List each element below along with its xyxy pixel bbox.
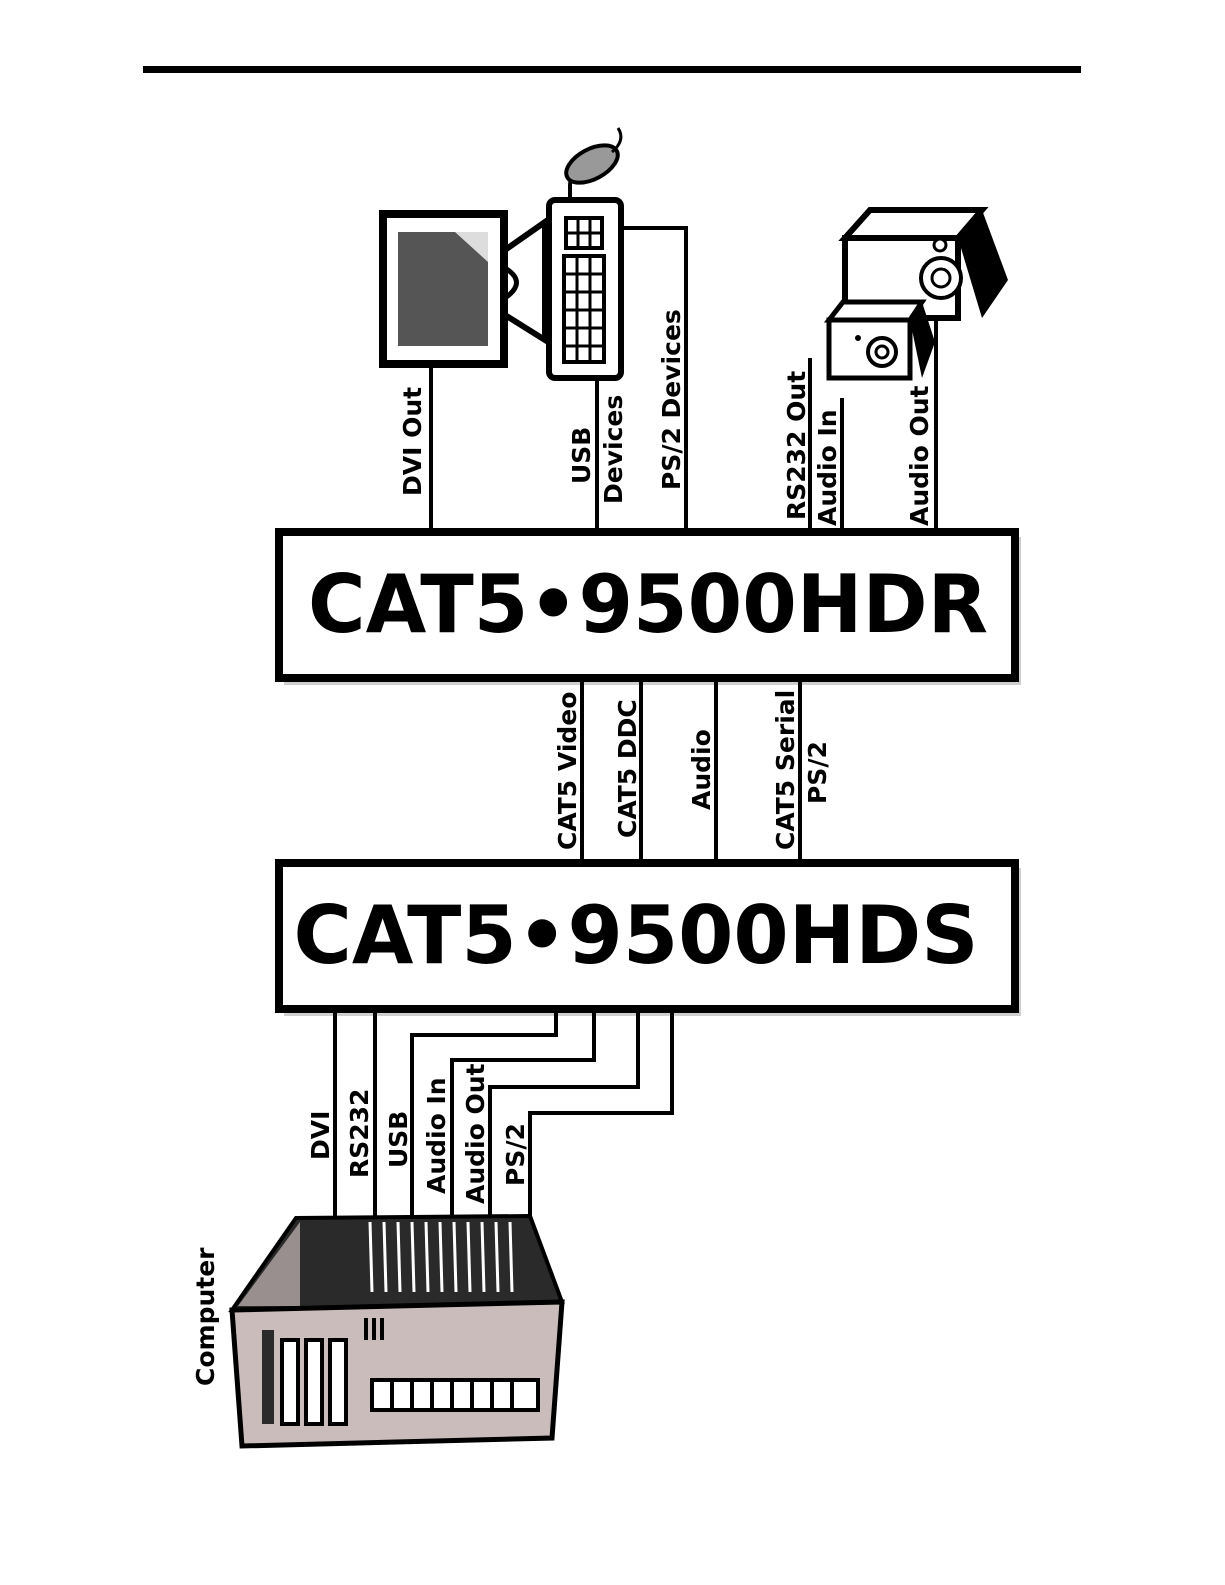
- label-cat5-ddc: CAT5 DDC: [613, 699, 642, 838]
- sender-box: CAT5•9500HDS: [279, 863, 1021, 1016]
- label-audio-in: Audio In: [813, 409, 842, 526]
- label-dvi: DVI: [306, 1111, 335, 1160]
- sender-model: CAT5•9500HDS: [294, 889, 979, 982]
- label-ps2-src: PS/2: [501, 1123, 530, 1186]
- label-ps2-devices: PS/2 Devices: [657, 309, 686, 490]
- label-ps2-link: PS/2: [803, 741, 832, 804]
- label-usb: USB: [567, 427, 596, 484]
- computer-icon: [232, 1216, 562, 1446]
- label-devices: Devices: [599, 395, 628, 504]
- label-computer: Computer: [191, 1247, 220, 1386]
- label-audio-out: Audio Out: [905, 385, 934, 526]
- label-audio-out-src: Audio Out: [461, 1063, 490, 1204]
- receiver-box: CAT5•9500HDR: [279, 532, 1021, 685]
- label-dvi-out: DVI Out: [398, 387, 427, 496]
- speaker-icon: [829, 210, 1008, 378]
- monitor-icon: [383, 214, 545, 364]
- label-rs232-out: RS232 Out: [782, 371, 811, 520]
- header-rule: [143, 66, 1081, 73]
- label-cat5-serial: CAT5 Serial: [771, 690, 800, 850]
- label-rs232: RS232: [345, 1089, 374, 1178]
- keyboard-icon: [549, 200, 621, 378]
- label-audio: Audio: [687, 729, 716, 810]
- label-audio-in-src: Audio In: [422, 1077, 451, 1194]
- mouse-icon: [560, 128, 624, 200]
- receiver-model: CAT5•9500HDR: [308, 558, 988, 651]
- label-cat5-video: CAT5 Video: [553, 692, 582, 850]
- label-usb-in: USB: [384, 1111, 413, 1168]
